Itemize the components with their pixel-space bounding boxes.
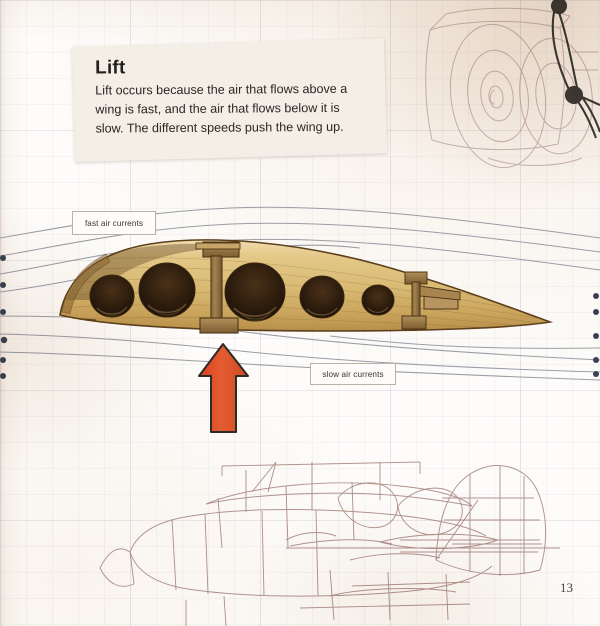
main-spar	[195, 241, 241, 334]
lightening-holes	[89, 262, 395, 322]
leading-edge-block	[61, 253, 111, 321]
lift-arrow	[198, 343, 249, 433]
label-slow-air-currents: slow air currents	[310, 363, 396, 385]
biplane-sketch	[99, 461, 560, 626]
lift-callout: Lift Lift occurs because the air that fl…	[72, 38, 388, 162]
propeller-sketch	[425, 7, 598, 169]
streamline-endpoints	[0, 255, 599, 379]
callout-title: Lift	[95, 57, 126, 79]
page-number: 13	[560, 580, 573, 595]
wing-rib-cross-section	[59, 239, 554, 334]
rear-spar	[401, 271, 461, 330]
callout-body: Lift occurs because the air that flows a…	[95, 81, 348, 136]
label-fast-air-currents: fast air currents	[72, 211, 156, 235]
propeller-linkage	[550, 0, 600, 139]
